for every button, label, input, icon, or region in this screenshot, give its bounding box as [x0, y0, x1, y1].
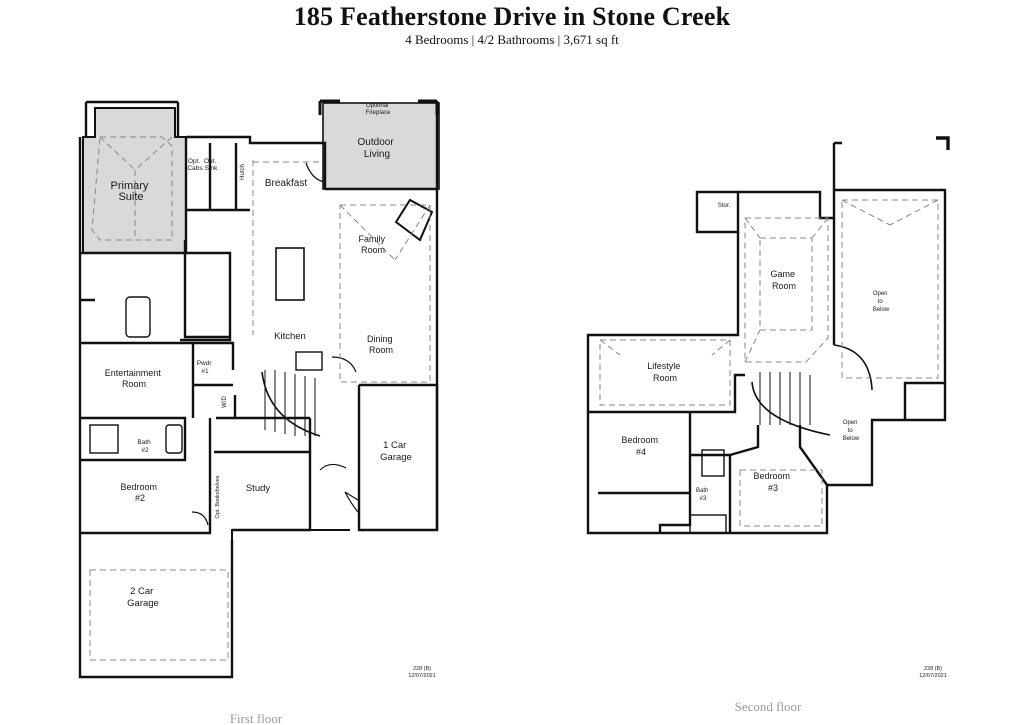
- room-label-bedroom-3: Bedroom #3: [753, 471, 792, 493]
- room-label-primary-suite: Primary Suite: [111, 180, 152, 203]
- room-label-two-car-garage: 2 Car Garage: [127, 586, 159, 609]
- room-label-one-car-garage: 1 Car Garage: [380, 440, 412, 463]
- room-label-study: Study: [246, 483, 271, 494]
- room-label-open-to-below-1: Open to Below: [873, 291, 890, 313]
- room-label-wd: W/D: [222, 396, 228, 408]
- first-floor-caption: First floor: [230, 711, 283, 725]
- room-label-hutch: Hutch: [240, 164, 246, 180]
- room-label-bath-2: Bath #2: [137, 439, 152, 454]
- room-label-family-room: Family Room: [358, 234, 387, 255]
- first-floor-plan: [78, 99, 440, 679]
- room-label-opt-bookshelves: Opt. Bookshelves: [215, 475, 221, 518]
- room-label-bath-3: Bath #3: [696, 488, 710, 502]
- room-label-dining-room: Dining Room: [367, 334, 395, 355]
- room-label-optional-fireplace: Optional Fireplace: [366, 103, 391, 116]
- room-label-open-to-below-2: Open to Below: [843, 420, 860, 442]
- room-label-powder: Pwdr #1: [197, 360, 214, 375]
- room-label-kitchen: Kitchen: [274, 331, 306, 342]
- page-subtitle: 4 Bedrooms | 4/2 Bathrooms | 3,671 sq ft: [405, 32, 619, 47]
- second-floor-plan: [586, 136, 950, 535]
- room-label-breakfast: Breakfast: [265, 178, 307, 189]
- page-title: 185 Featherstone Drive in Stone Creek: [293, 2, 731, 31]
- room-label-lifestyle-room: Lifestyle Room: [647, 361, 683, 383]
- second-floor-plan-date: 12/07/2021: [919, 673, 947, 679]
- first-floor-plan-date: 12/07/2021: [408, 673, 436, 679]
- room-label-game-room: Game Room: [770, 269, 797, 291]
- room-label-stor: Stor.: [718, 203, 731, 209]
- room-label-bedroom-2: Bedroom #2: [120, 482, 159, 503]
- room-label-opt-cabs: Opt. Cabs: [187, 158, 203, 172]
- room-label-bedroom-4: Bedroom #4: [621, 435, 660, 457]
- first-floor-plan-code: 228 (B): [413, 666, 431, 672]
- room-label-opt-sink: Opt. Sink: [204, 158, 218, 172]
- second-floor-plan-code: 228 (B): [924, 666, 942, 672]
- room-label-entertainment-room: Entertainment Room: [105, 368, 164, 389]
- room-label-outdoor-living: Outdoor Living: [358, 137, 397, 160]
- outdoor-living-area: [322, 102, 440, 190]
- second-floor-caption: Second floor: [735, 699, 802, 714]
